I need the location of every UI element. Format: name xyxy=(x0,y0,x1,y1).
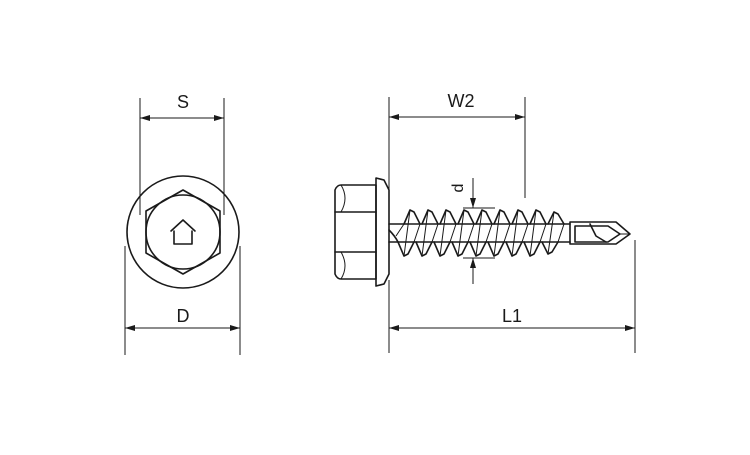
side-view: W2 d L1 xyxy=(334,91,636,353)
hex-head-flats xyxy=(334,211,377,253)
l1-arrow-left xyxy=(389,325,399,331)
s-arrow-left xyxy=(140,115,150,121)
d-lower-arrow-bottom xyxy=(470,258,476,268)
label-w2: W2 xyxy=(448,91,475,111)
label-l1: L1 xyxy=(502,306,522,326)
chamfer-circle xyxy=(145,194,221,270)
label-d-lower: d xyxy=(450,184,467,193)
hex-head-side xyxy=(334,184,377,280)
w2-arrow-left xyxy=(389,114,399,120)
dimension-d-lower: d xyxy=(450,178,495,284)
front-view: S D xyxy=(124,92,241,355)
d-arrow-right xyxy=(230,325,240,331)
flange-outer-circle xyxy=(126,175,240,289)
hex-head-chamfer-arcs xyxy=(340,184,346,280)
dimension-s: S xyxy=(139,92,225,215)
washer-flange-side xyxy=(375,177,390,287)
d-lower-arrow-top xyxy=(470,198,476,208)
s-arrow-right xyxy=(214,115,224,121)
head-marking-icon xyxy=(170,219,196,245)
dimension-w2: W2 xyxy=(388,91,526,198)
thread xyxy=(388,209,565,257)
dimension-d-upper: D xyxy=(124,246,241,355)
w2-arrow-right xyxy=(515,114,525,120)
d-arrow-left xyxy=(125,325,135,331)
l1-arrow-right xyxy=(625,325,635,331)
label-s: S xyxy=(177,92,189,112)
drill-point xyxy=(569,221,631,245)
hex-head-outline xyxy=(145,189,221,275)
dimension-l1: L1 xyxy=(388,240,636,353)
label-d-upper: D xyxy=(177,306,190,326)
